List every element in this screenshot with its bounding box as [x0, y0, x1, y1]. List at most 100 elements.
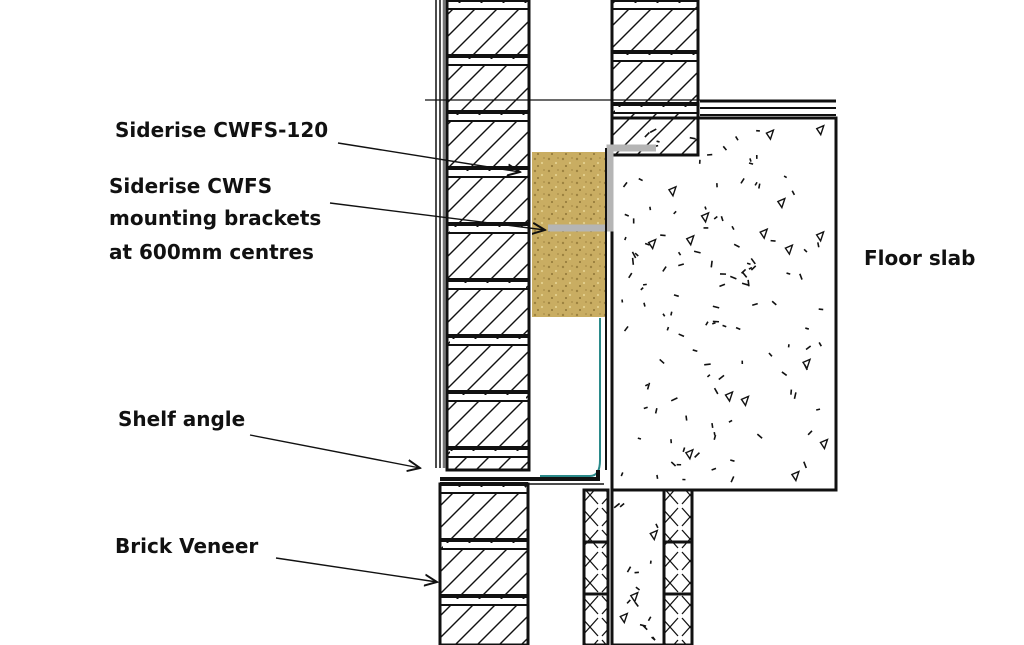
aggregate-stone [647, 238, 657, 251]
inner-wall-lower [582, 488, 694, 645]
leader-lines [249, 142, 545, 582]
slab-top-membrane [700, 99, 836, 116]
aggregate-mark [651, 636, 656, 641]
aggregate-mark [747, 279, 750, 287]
label-brackets-line2: mounting brackets [109, 206, 321, 230]
aggregate-mark [693, 250, 701, 254]
aggregate-mark [626, 566, 632, 573]
aggregate-mark [635, 586, 641, 591]
aggregate-stone [815, 124, 825, 137]
aggregate-mark [662, 266, 667, 272]
aggregate-mark [805, 327, 810, 330]
aggregate-mark [654, 408, 658, 414]
aggregate-mark [749, 158, 752, 162]
aggregate-mark [624, 236, 627, 241]
aggregate-mark [634, 601, 639, 607]
label-brackets-line3: at 600mm centres [109, 240, 314, 264]
aggregate-mark [613, 502, 621, 509]
aggregate-mark [670, 397, 678, 402]
aggregate-mark [682, 447, 686, 453]
mortar-gap [615, 107, 695, 113]
aggregate-mark [722, 145, 728, 151]
leader-shelf-angle [249, 434, 420, 468]
brick-veneer-upper [445, 0, 531, 472]
aggregate-mark [712, 305, 720, 309]
mortar-gap [615, 55, 695, 61]
aggregate-mark [644, 242, 650, 246]
aggregate-mark [646, 382, 651, 390]
aggregate-stone [724, 390, 734, 403]
aggregate-stone [819, 438, 829, 451]
mortar-gap [450, 115, 526, 121]
aggregate-mark [649, 206, 652, 211]
aggregate-mark [719, 283, 726, 288]
mortar-gap [450, 227, 526, 233]
aggregate-mark [634, 252, 639, 257]
aggregate-mark [639, 623, 647, 627]
aggregate-mark [748, 162, 754, 165]
aggregate-mark [731, 225, 735, 231]
aggregate-mark [818, 342, 823, 347]
mortar-gap [450, 171, 526, 177]
firestop-mineral-wool [532, 152, 606, 317]
aggregate-mark [748, 266, 753, 270]
aggregate-mark [711, 467, 717, 471]
aggregate-mark [781, 371, 788, 377]
aggregate-mark [803, 248, 808, 253]
block-column [662, 488, 694, 645]
label-cwfs: Siderise CWFS-120 [115, 118, 328, 142]
aggregate-mark [817, 242, 820, 248]
leader-brackets [329, 202, 545, 230]
aggregate-mark [791, 190, 796, 196]
mounting-bracket [548, 144, 656, 232]
mortar-gap [450, 395, 526, 401]
aggregate-mark [740, 178, 745, 184]
aggregate-mark [713, 215, 718, 220]
aggregate-mark [623, 325, 629, 332]
aggregate-mark [722, 324, 727, 328]
mortar-gap [450, 339, 526, 345]
aggregate-mark [637, 437, 642, 440]
aggregate-stone [776, 197, 787, 210]
aggregate-stone [801, 358, 812, 370]
aggregate-mark [741, 282, 749, 286]
mortar-gap [443, 599, 525, 605]
aggregate-mark [740, 268, 747, 274]
mortar-gap [615, 3, 695, 9]
aggregate-mark [818, 308, 824, 311]
aggregate-mark [730, 459, 735, 462]
mortar-gap [443, 487, 525, 493]
aggregate-mark [793, 392, 797, 400]
aggregate-mark [706, 374, 711, 378]
aggregate-mark [643, 302, 646, 307]
aggregate-stone [700, 211, 710, 224]
aggregate-stone [784, 243, 794, 256]
aggregate-stone [765, 128, 775, 141]
leader-brick-veneer [275, 557, 437, 582]
mortar-gap [450, 59, 526, 65]
aggregate-mark [670, 461, 677, 467]
aggregate-mark [704, 206, 707, 210]
aggregate-mark [713, 387, 719, 395]
aggregate-mark [805, 345, 812, 351]
shelf-angle [440, 470, 604, 485]
aggregate-mark [670, 311, 673, 316]
veneer-cladding-lines [435, 0, 446, 468]
aggregate-mark [673, 210, 677, 215]
aggregate-mark [729, 275, 737, 280]
mortar-gap [450, 283, 526, 289]
aggregate-mark [659, 358, 665, 365]
slab-aggregate [620, 124, 829, 483]
aggregate-stone [684, 448, 695, 461]
floor-slab [610, 116, 838, 492]
aggregate-stone [740, 395, 750, 407]
aggregate-mark [642, 283, 647, 286]
brick-face [610, 0, 700, 157]
inner-wall-upper [610, 0, 700, 157]
aggregate-mark [750, 257, 756, 265]
aggregate-mark [644, 383, 649, 387]
aggregate-mark [678, 333, 685, 338]
aggregate-mark [713, 431, 716, 436]
